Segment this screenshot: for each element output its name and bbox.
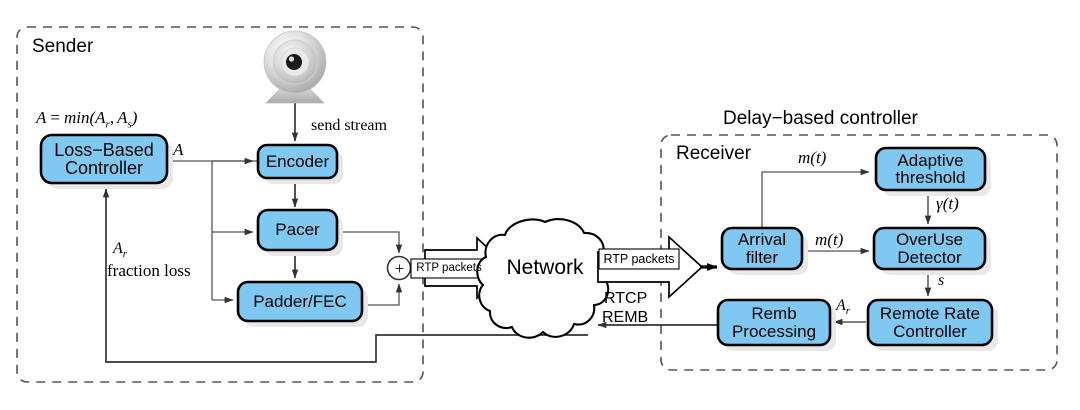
label-Ar-remb-base: A (836, 297, 846, 314)
group-label-receiver: Receiver (676, 143, 751, 164)
min-formula-ar-sub: r (105, 118, 110, 131)
block-overuse-detector[interactable] (872, 226, 991, 275)
rtp-packets-sender-label-box (410, 258, 488, 279)
label-m-of-t-top: m(t) (798, 148, 827, 167)
min-formula-eq: = (50, 108, 60, 127)
edge-arrival-to-adaptive-threshold (761, 168, 870, 228)
block-remb-processing[interactable] (716, 298, 836, 351)
min-formula-as-sub: s (127, 118, 132, 131)
block-encoder[interactable] (256, 143, 343, 184)
block-arrival-filter[interactable] (720, 226, 808, 275)
rtp-packets-receiver-label-box (598, 248, 680, 270)
label-send-stream: send stream (311, 117, 387, 134)
label-Ar-remb-sub: r (845, 305, 851, 318)
min-formula-comma: , (109, 108, 115, 127)
edge-pacer-to-sum (337, 231, 403, 254)
label-Ar-feedback-sub: r (122, 248, 128, 261)
group-label-delay-based-controller: Delay−based controller (723, 108, 918, 129)
block-loss-based-controller[interactable] (39, 133, 173, 189)
group-frame-sender (16, 26, 424, 383)
min-formula-lhs: A (36, 108, 47, 127)
label-remb: REMB (602, 309, 649, 326)
label-rtcp: RTCP (604, 290, 648, 307)
min-formula-ar: A (95, 108, 106, 127)
edge-padder-to-sum (362, 283, 403, 306)
label-Ar-feedback: Ar (113, 240, 127, 260)
label-Ar-remb: Ar (836, 297, 850, 317)
min-formula-close: ) (131, 108, 138, 127)
network-cloud (476, 218, 614, 339)
label-Ar-feedback-base: A (113, 240, 123, 257)
block-adaptive-threshold[interactable] (874, 146, 991, 196)
group-label-sender: Sender (32, 36, 94, 57)
block-remote-rate-controller[interactable] (866, 298, 998, 351)
label-signal-s: s (938, 272, 945, 289)
label-m-of-t-mid: m(t) (815, 230, 844, 249)
min-formula: A=min(Ar,As) (36, 108, 137, 130)
min-formula-as: A (117, 108, 128, 127)
webcam-icon (263, 30, 327, 104)
min-formula-fn: min( (63, 108, 96, 127)
edge-label-A: A (173, 140, 184, 159)
block-padder-fec[interactable] (236, 280, 368, 327)
edge-feedback-to-loss-controller (102, 188, 588, 363)
label-gamma-of-t: γ(t) (936, 194, 959, 213)
label-fraction-loss: fraction loss (107, 261, 191, 280)
summation-node (386, 255, 412, 281)
block-pacer[interactable] (256, 208, 343, 256)
